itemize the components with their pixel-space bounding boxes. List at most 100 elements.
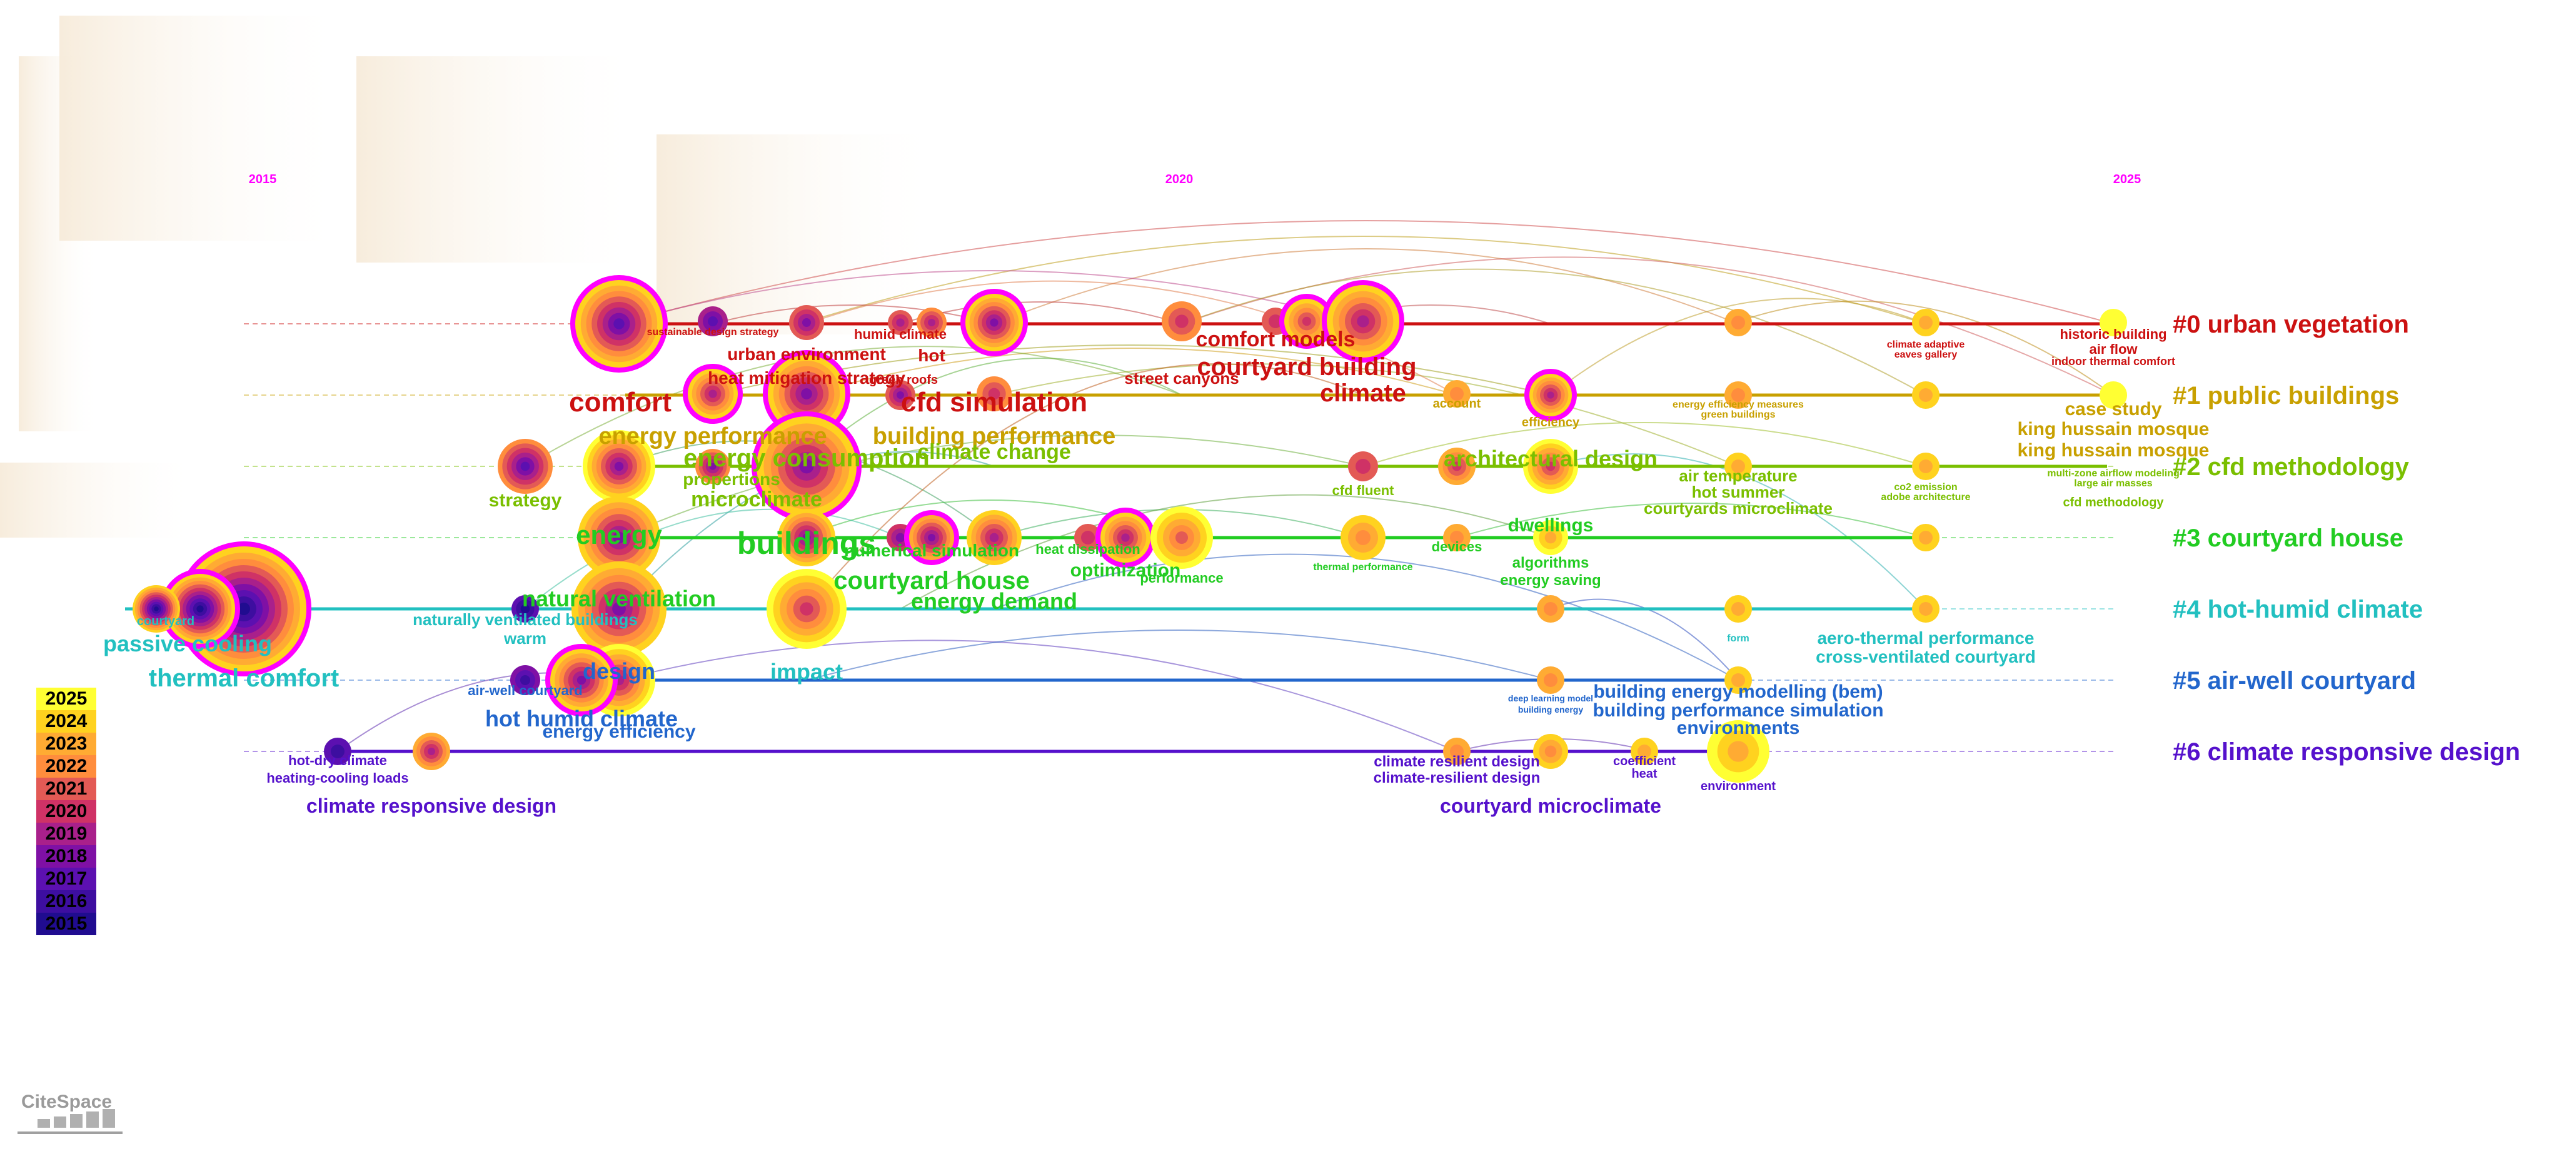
- logo-text: CiteSpace: [21, 1091, 112, 1112]
- haze-patch-4: [0, 463, 200, 538]
- keyword-label: heat mitigation strategy: [708, 368, 905, 388]
- keyword-label: cross-ventilated courtyard: [1816, 647, 2036, 666]
- node-ring: [1919, 316, 1933, 329]
- legend-year-label: 2020: [46, 801, 88, 821]
- keyword-node: [1724, 381, 1752, 409]
- arc: [1550, 298, 1926, 396]
- arc: [994, 363, 1739, 467]
- citespace-logo: CiteSpace: [18, 1091, 123, 1134]
- keyword-node: [767, 569, 847, 649]
- arc: [1362, 422, 1926, 467]
- node-ring: [1731, 673, 1745, 687]
- keyword-node: [1533, 734, 1568, 769]
- keyword-node: [511, 595, 539, 623]
- keyword-label: indoor thermal comfort: [2051, 355, 2175, 368]
- keyword-label: air-well courtyard: [468, 683, 582, 698]
- node-ring: [1175, 314, 1189, 328]
- arc: [800, 236, 1926, 324]
- legend-swatch: [36, 755, 96, 778]
- keyword-label: thermal comfort: [149, 665, 340, 692]
- node-ring: [928, 534, 935, 541]
- arc: [618, 220, 2114, 324]
- keyword-node: [510, 665, 540, 695]
- keyword-node: [1912, 595, 1940, 623]
- keyword-label: microclimate: [691, 488, 822, 511]
- cluster-label-0: #0 urban vegetation: [2173, 311, 2409, 338]
- keyword-label: climate adaptive: [1887, 339, 1965, 350]
- keyword-node: [752, 411, 862, 521]
- keyword-node: [1537, 666, 1564, 694]
- year-color-legend: 2025202420232022202120202019201820172016…: [36, 688, 96, 935]
- keyword-label: hot humid climate: [485, 706, 678, 731]
- keyword-node: [413, 733, 450, 770]
- keyword-label: multi-zone airflow modeling: [2047, 468, 2180, 479]
- node-ring: [1450, 387, 1464, 401]
- keyword-label: architectural design: [1444, 446, 1658, 471]
- node-ring: [1546, 461, 1556, 471]
- node-ring: [1450, 531, 1464, 544]
- keyword-label: cfd methodology: [2063, 496, 2164, 509]
- keyword-label: hot-dry climate: [288, 753, 387, 768]
- keyword-node: [570, 275, 668, 373]
- node-ring: [2100, 381, 2127, 409]
- keyword-label: heat: [1631, 767, 1657, 781]
- logo-bar: [38, 1119, 50, 1128]
- node-ring: [520, 461, 530, 471]
- keyword-label: urban environment: [727, 344, 886, 364]
- keyword-node: [1912, 524, 1940, 551]
- keyword-label: efficiency: [1522, 416, 1580, 429]
- keyword-label: courtyard: [137, 615, 194, 628]
- node-ring: [614, 461, 624, 471]
- keyword-node: [498, 439, 553, 494]
- arc: [806, 363, 1364, 610]
- keyword-label: courtyard microclimate: [1440, 795, 1661, 817]
- keyword-label: environments: [1677, 718, 1800, 738]
- keyword-node: [763, 350, 850, 438]
- logo-bar: [103, 1109, 115, 1128]
- node-ring: [1731, 388, 1745, 402]
- node-ring: [1731, 602, 1745, 616]
- keyword-label: energy efficiency measures: [1673, 399, 1804, 410]
- arc: [806, 348, 1457, 396]
- keyword-label: street canyons: [1124, 369, 1239, 388]
- node-ring: [1544, 602, 1557, 616]
- node-ring: [800, 602, 813, 616]
- keyword-label: energy consumption: [683, 444, 929, 472]
- node-ring: [802, 318, 811, 327]
- keyword-node: [1341, 515, 1386, 560]
- keyword-label: king hussain mosque: [2018, 440, 2210, 461]
- arc: [525, 346, 1182, 467]
- cluster-label-2: #2 cfd methodology: [2173, 453, 2410, 481]
- keyword-label: environment: [1701, 780, 1776, 793]
- keyword-label: energy performance: [598, 423, 827, 449]
- node-ring: [1547, 391, 1554, 399]
- node-ring: [801, 388, 812, 399]
- keyword-label: passive cooling: [103, 631, 272, 656]
- arc: [618, 434, 1364, 538]
- node-ring: [802, 533, 811, 542]
- node-ring: [1919, 388, 1933, 402]
- keyword-node: [1707, 720, 1769, 783]
- year-tick-2025: 2025: [2113, 173, 2141, 186]
- keyword-node: [960, 289, 1028, 356]
- node-ring: [896, 318, 905, 327]
- keyword-label: adobe architecture: [1881, 492, 1970, 503]
- arc: [618, 640, 1457, 752]
- keyword-node: [1443, 524, 1471, 551]
- keyword-label: account: [1433, 397, 1481, 411]
- node-ring: [708, 316, 718, 326]
- arc: [712, 304, 995, 324]
- node-ring: [799, 459, 814, 474]
- node-ring: [708, 389, 717, 398]
- keyword-node: [695, 449, 730, 484]
- legend-year-label: 2015: [46, 913, 88, 934]
- keyword-node: [1279, 294, 1334, 349]
- cluster-label-5: #5 air-well courtyard: [2173, 667, 2416, 695]
- cluster-labels: #0 urban vegetation#1 public buildings#2…: [2173, 311, 2520, 766]
- keyword-label: hot summer: [1692, 483, 1785, 501]
- keyword-node: [917, 308, 947, 338]
- legend-year-label: 2019: [46, 823, 88, 844]
- keyword-label: warm: [503, 629, 546, 648]
- keyword-node: [1724, 595, 1752, 623]
